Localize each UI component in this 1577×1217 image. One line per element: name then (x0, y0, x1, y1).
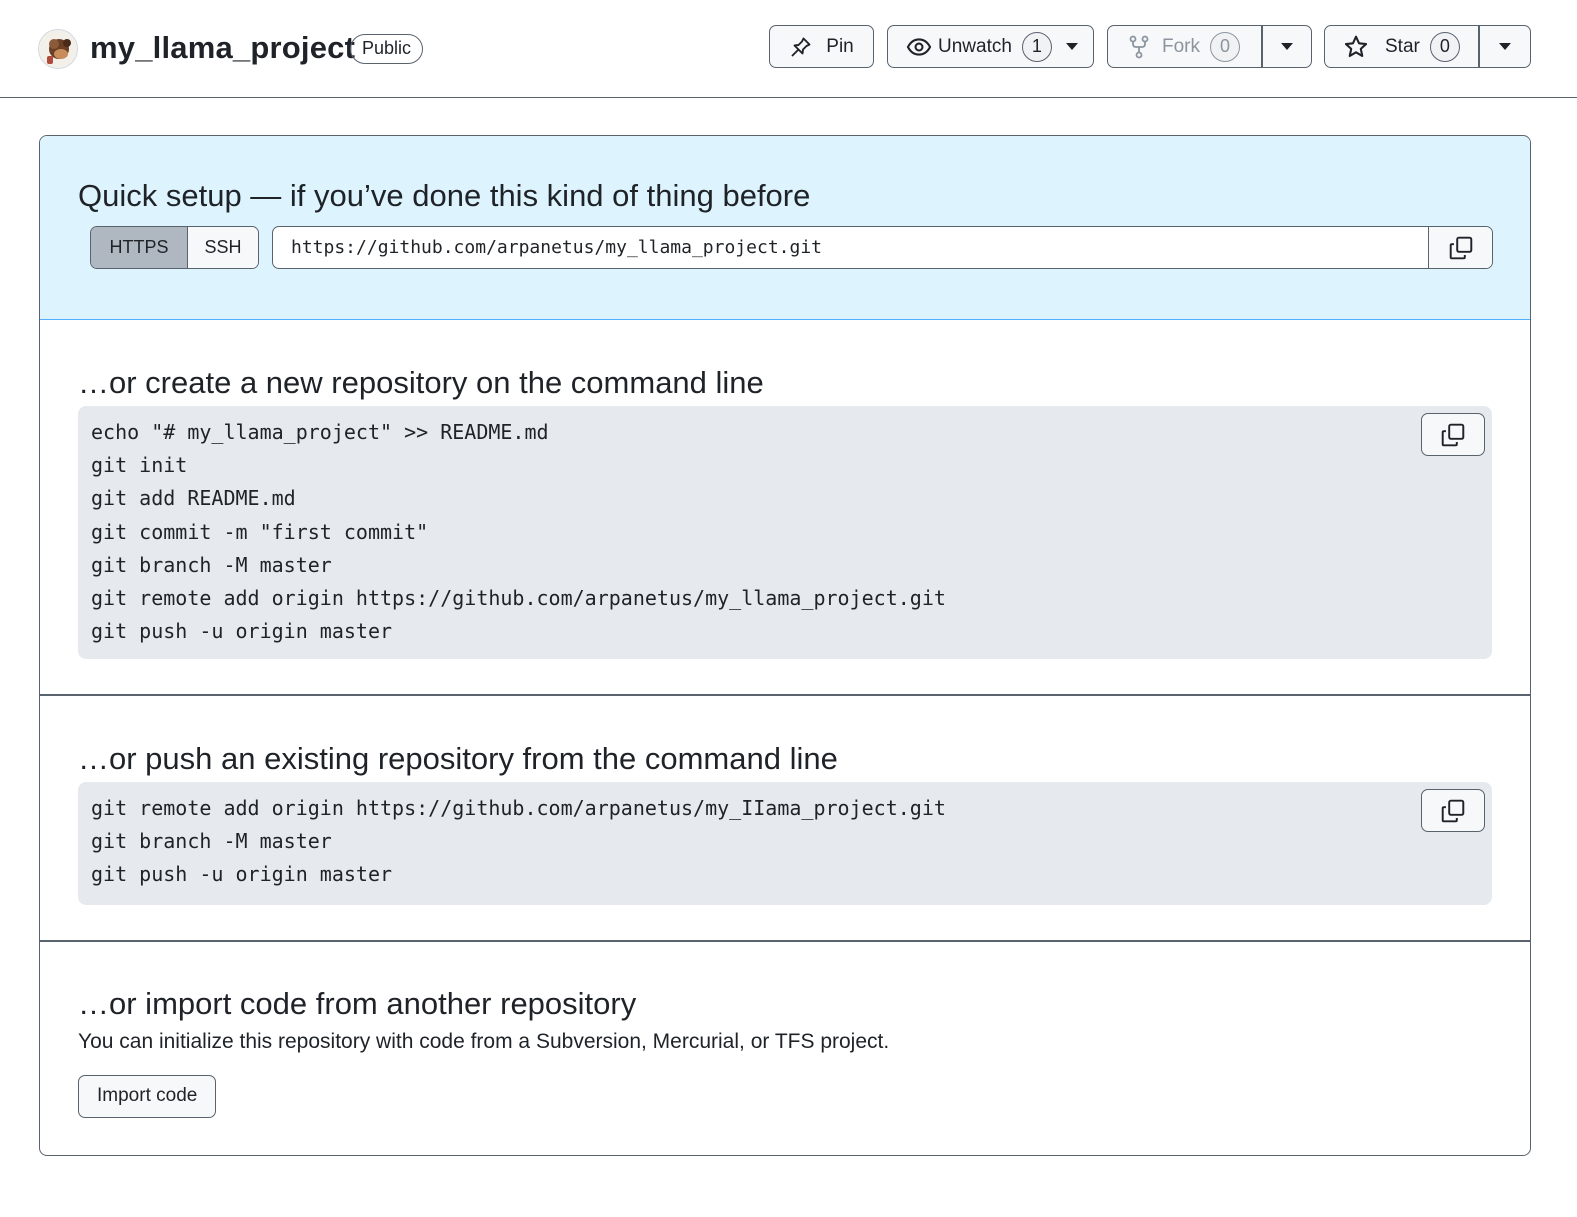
code-line: git init (91, 453, 188, 478)
pin-label: Pin (826, 35, 854, 57)
unwatch-label: Unwatch (938, 35, 1012, 57)
clone-url-group (272, 226, 1493, 269)
quick-setup-title: Quick setup — if you’ve done this kind o… (78, 178, 811, 213)
avatar[interactable] (38, 29, 78, 69)
code-line: git remote add origin https://github.com… (91, 586, 946, 611)
star-dropdown-button[interactable] (1480, 26, 1531, 67)
pin-icon (789, 35, 813, 59)
code-line: git push -u origin master (91, 862, 393, 887)
create-repo-title: …or create a new repository on the comma… (78, 365, 764, 400)
divider (1261, 26, 1263, 67)
copy-create-commands-button[interactable] (1421, 413, 1485, 456)
fork-button-group: Fork 0 (1107, 25, 1312, 68)
star-count: 0 (1429, 31, 1460, 62)
ssh-button[interactable]: SSH (188, 227, 258, 268)
star-button[interactable]: Star 0 (1325, 26, 1478, 67)
push-repo-title: …or push an existing repository from the… (78, 741, 838, 776)
quick-setup-panel: Quick setup — if you’ve done this kind o… (40, 136, 1530, 320)
code-line: git add README.md (91, 486, 296, 511)
pin-button[interactable]: Pin (769, 25, 874, 68)
import-description: You can initialize this repository with … (78, 1030, 890, 1053)
code-line: git remote add origin https://github.com… (91, 796, 946, 820)
code-line: git push -u origin master (91, 619, 393, 644)
push-repo-code-block: git remote add origin https://github.com… (78, 782, 1492, 905)
fork-button[interactable]: Fork 0 (1108, 26, 1261, 67)
section-divider (40, 940, 1530, 942)
star-button-group: Star 0 (1324, 25, 1531, 68)
chevron-down-icon (1498, 43, 1511, 50)
clone-url-input[interactable] (273, 227, 1428, 268)
code-line: git commit -m "first commit" (91, 519, 429, 544)
import-code-button[interactable]: Import code (78, 1075, 217, 1118)
code-line: git branch -M master (91, 552, 332, 577)
fork-dropdown-button[interactable] (1263, 26, 1312, 67)
section-divider (40, 694, 1530, 696)
eye-icon (906, 34, 932, 60)
fork-label: Fork (1162, 35, 1200, 57)
protocol-toggle: HTTPS SSH (90, 226, 259, 269)
copy-url-button[interactable] (1428, 227, 1492, 268)
copy-icon (1448, 235, 1474, 261)
watch-count: 1 (1021, 31, 1052, 62)
visibility-badge: Public (350, 34, 424, 64)
setup-box: Quick setup — if you’ve done this kind o… (39, 135, 1531, 1156)
fork-count: 0 (1210, 31, 1240, 62)
copy-icon (1440, 798, 1466, 824)
code-line: echo "# my_llama_project" >> README.md (91, 420, 549, 444)
star-icon (1343, 34, 1369, 60)
code-line: git branch -M master (91, 829, 332, 854)
unwatch-button[interactable]: Unwatch 1 (887, 25, 1094, 68)
chevron-down-icon (1065, 43, 1078, 50)
copy-icon (1440, 422, 1466, 448)
https-button[interactable]: HTTPS (91, 227, 188, 268)
create-repo-code-block: echo "# my_llama_project" >> README.md g… (78, 406, 1492, 659)
repo-name[interactable]: my_llama_project (90, 30, 356, 65)
import-repo-title: …or import code from another repository (78, 986, 637, 1021)
divider (1478, 26, 1480, 67)
chevron-down-icon (1280, 43, 1293, 50)
fork-icon (1128, 35, 1150, 59)
copy-push-commands-button[interactable] (1421, 789, 1485, 832)
repo-header: my_llama_project Public Pin Unwatch 1 (0, 0, 1577, 98)
star-label: Star (1385, 35, 1420, 57)
